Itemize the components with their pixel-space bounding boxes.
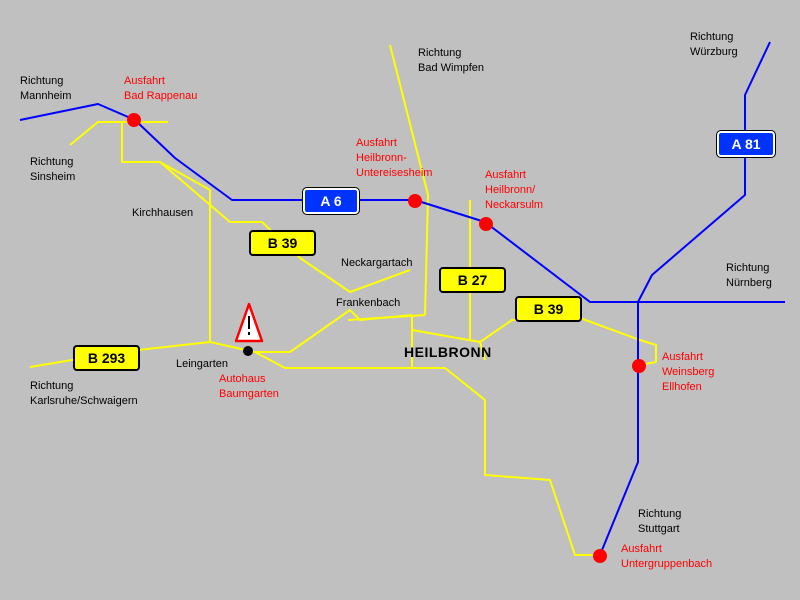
road-leingarten-south <box>254 351 412 369</box>
label-frankenbach: Frankenbach <box>336 297 401 309</box>
exit-bad-rappenau-marker <box>127 113 141 127</box>
warning-icon <box>234 302 264 343</box>
road-heilbronn-grid <box>411 315 600 556</box>
label-leingarten: Leingarten <box>176 358 228 370</box>
shield-b39-west: B 39 <box>249 230 316 256</box>
exit-neckarsulm-marker <box>479 217 493 231</box>
shield-b27: B 27 <box>439 267 506 293</box>
label-neckargartach: Neckargartach <box>341 257 413 269</box>
road-neckargartach <box>349 269 411 293</box>
road-center-east <box>479 341 486 361</box>
autobahn-a81 <box>599 41 771 556</box>
road-wimpfen <box>389 44 429 316</box>
label-kirchhausen: Kirchhausen <box>132 207 194 219</box>
shield-a6: A 6 <box>302 187 360 215</box>
road-kirchhausen-leingarten <box>159 161 211 342</box>
road-b39-east <box>411 317 657 366</box>
shield-a81: A 81 <box>716 130 776 158</box>
exit-untereisesheim-marker <box>408 194 422 208</box>
dealer-location-marker <box>243 346 253 356</box>
exit-untergruppenbach-marker <box>593 549 607 563</box>
exit-weinsberg-marker <box>632 359 646 373</box>
label-heilbronn: HEILBRONN <box>404 344 492 360</box>
shield-b293: B 293 <box>73 345 140 371</box>
road-b39-north <box>69 121 168 146</box>
road-b39-kirchhausen <box>121 122 351 293</box>
shield-b39-east: B 39 <box>515 296 582 322</box>
